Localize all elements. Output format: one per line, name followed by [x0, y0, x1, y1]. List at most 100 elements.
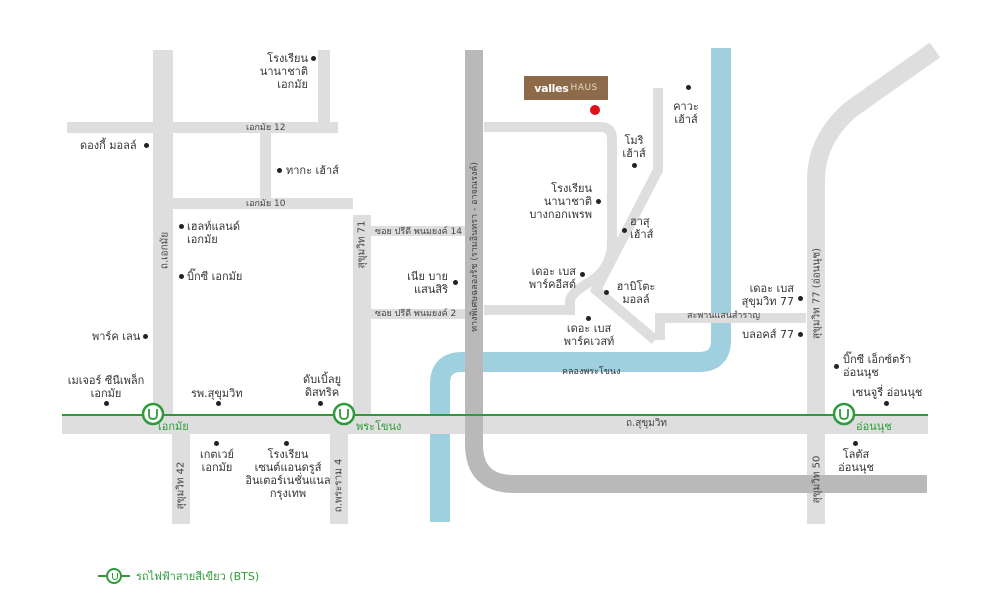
place-bigc-extra-line1: บิ๊กซี เอ็กซ์ตร้า	[843, 353, 912, 366]
place-hasu-line1: ฮาสุ	[630, 215, 650, 228]
place-standrews-dot	[284, 441, 289, 446]
road-label-ekkamai-rd: ถ.เอกมัย	[159, 231, 171, 270]
place-park-lane-dot	[143, 334, 148, 339]
place-base-77-line1: เดอะ เบส	[749, 282, 794, 295]
road-phraram4	[330, 432, 348, 524]
place-niya-line2: แสนสิริ	[414, 283, 448, 296]
place-major-line1: เมเจอร์ ซีนีเพล็ก	[67, 374, 145, 387]
place-park-lane[interactable]: พาร์ค เลน	[92, 330, 141, 343]
place-bangkok-prep-line1: โรงเรียน	[551, 182, 592, 195]
road-label-ekkamai12: เอกมัย 12	[246, 123, 286, 133]
place-lotus-line1: โลตัส	[842, 448, 870, 461]
place-mori-line1: โมริ	[624, 134, 644, 147]
place-bangkok-prep[interactable]: โรงเรียน นานาชาติ บางกอกเพรพ	[508, 182, 592, 221]
place-base-77-line2: สุขุมวิท 77	[741, 295, 794, 308]
road-sukhumvit	[62, 414, 928, 434]
place-takha[interactable]: ทากะ เฮ้าส์	[286, 164, 339, 177]
road-sukhumvit71	[353, 215, 371, 422]
place-donki-dot	[144, 143, 149, 148]
road-label-sukhumvit42: สุขุมวิท 42	[175, 461, 187, 510]
place-bangkok-prep-line3: บางกอกเพรพ	[529, 208, 592, 221]
place-major-dot	[104, 401, 109, 406]
place-nist-line2: นานาชาติ	[259, 65, 308, 78]
place-hasu-dot	[622, 228, 627, 233]
place-base-park-west-line1: เดอะ เบส	[566, 322, 612, 335]
road-takha	[260, 130, 271, 205]
place-bigc-ekkamai[interactable]: บิ๊กซี เอกมัย	[187, 270, 243, 283]
place-base-park-east-line1: เดอะ เบส	[531, 265, 576, 278]
road-label-preedi2: ซอย ปรีดี พนมยงค์ 2	[375, 309, 457, 319]
road-label-sukhumvit: ถ.สุขุมวิท	[626, 418, 667, 429]
place-standrews[interactable]: โรงเรียน เซนต์แอนดรูส์ อินเตอร์เนชั่นแนล…	[240, 448, 336, 500]
place-hospital[interactable]: รพ.สุขุมวิท	[191, 387, 243, 400]
logo-main-text: valles	[534, 81, 569, 95]
bts-label-phrakhanong: พระโขนง	[356, 420, 402, 433]
road-label-saphan: สะพานแสนสำราญ	[687, 311, 761, 321]
map-legend: รถไฟฟ้าสายสีเขียว (BTS)	[98, 567, 259, 585]
place-standrews-line4: กรุงเทพ	[269, 487, 307, 500]
place-habito-line1: ฮาบิโตะ	[616, 280, 656, 293]
place-bigc-extra[interactable]: บิ๊กซี เอ็กซ์ตร้า อ่อนนุช	[843, 353, 911, 379]
place-nist-dot	[311, 56, 316, 61]
place-standrews-line1: โรงเรียน	[267, 448, 309, 461]
place-lotus[interactable]: โลตัส อ่อนนุช	[832, 448, 880, 474]
place-base-park-west-line2: พาร์คเวสท์	[563, 335, 615, 348]
place-nist-line3: เอกมัย	[277, 78, 308, 91]
place-blocks77-dot	[798, 332, 803, 337]
place-mori-line2: เฮ้าส์	[622, 147, 646, 160]
place-hospital-dot	[216, 401, 221, 406]
road-saphan	[655, 313, 806, 340]
place-base-park-east-dot	[580, 272, 585, 277]
place-lotus-line2: อ่อนนุช	[838, 461, 874, 474]
place-healthland[interactable]: เฮลท์แลนด์ เอกมัย	[187, 220, 240, 246]
place-niya-line1: เนีย บาย	[407, 270, 448, 283]
place-major-line2: เอกมัย	[90, 387, 122, 400]
road-preedi14	[371, 226, 469, 236]
place-hasu[interactable]: ฮาสุ เฮ้าส์	[630, 215, 653, 241]
place-bangkok-prep-line2: นานาชาติ	[543, 195, 592, 208]
place-kawa[interactable]: คาวะ เฮ้าส์	[668, 100, 704, 126]
canal-khlong-phra-khanong	[430, 48, 731, 522]
place-base-park-east[interactable]: เดอะ เบส พาร์คอีสต์	[516, 265, 576, 291]
road-label-expressway: ทางพิเศษฉลองรัช (รามอินทรา - อาจณรงค์)	[470, 162, 480, 332]
place-dublin-line2: ดิสทริค	[304, 386, 340, 399]
place-nist-line1: โรงเรียน	[267, 52, 308, 65]
road-label-sukhumvit77: สุขุมวิท 77 (อ่อนนุช)	[811, 247, 823, 340]
place-kawa-dot	[686, 85, 691, 90]
place-niya-dot	[453, 280, 458, 285]
project-location-marker[interactable]	[590, 105, 600, 115]
place-gateway-dot	[214, 441, 219, 446]
place-habito-line2: มอลล์	[622, 293, 650, 306]
bts-station-onnut[interactable]	[832, 402, 856, 426]
place-niya[interactable]: เนีย บาย แสนสิริ	[398, 270, 448, 296]
place-bigc-extra-line2: อ่อนนุช	[843, 366, 879, 379]
legend-label: รถไฟฟ้าสายสีเขียว (BTS)	[136, 570, 260, 583]
place-base-park-west[interactable]: เดอะ เบส พาร์คเวสท์	[558, 322, 620, 348]
place-bangkok-prep-dot	[596, 199, 601, 204]
place-blocks77[interactable]: บลอคส์ 77	[742, 328, 794, 341]
place-lotus-dot	[853, 441, 858, 446]
road-label-sukhumvit71: สุขุมวิท 71	[356, 220, 368, 269]
place-habito-dot	[604, 290, 609, 295]
bts-label-ekkamai: เอกมัย	[158, 420, 189, 433]
bts-icon	[106, 568, 122, 584]
place-mori[interactable]: โมริ เฮ้าส์	[616, 134, 652, 160]
place-habito[interactable]: ฮาบิโตะ มอลล์	[610, 280, 662, 306]
road-ekkamai10	[173, 198, 353, 209]
bts-station-ekkamai[interactable]	[141, 402, 165, 426]
place-gateway[interactable]: เกตเวย์ เอกมัย	[196, 448, 238, 474]
legend-line-right	[122, 575, 130, 577]
canal-label: คลองพระโขนง	[562, 367, 621, 377]
bts-station-phrakhanong[interactable]	[332, 402, 356, 426]
place-dublin[interactable]: ดับเบิ้ลยู ดิสทริค	[296, 373, 348, 399]
place-base-77[interactable]: เดอะ เบส สุขุมวิท 77	[730, 282, 794, 308]
road-sukhumvit42	[172, 432, 190, 524]
place-major[interactable]: เมเจอร์ ซีนีเพล็ก เอกมัย	[62, 374, 150, 400]
place-healthland-line1: เฮลท์แลนด์	[187, 220, 240, 233]
place-donki[interactable]: ดองกี้ มอลล์	[80, 139, 137, 152]
place-nist[interactable]: โรงเรียน นานาชาติ เอกมัย	[242, 52, 308, 91]
expressway	[465, 50, 927, 493]
place-century[interactable]: เซนจูรี่ อ่อนนุช	[852, 386, 923, 399]
place-century-dot	[884, 401, 889, 406]
